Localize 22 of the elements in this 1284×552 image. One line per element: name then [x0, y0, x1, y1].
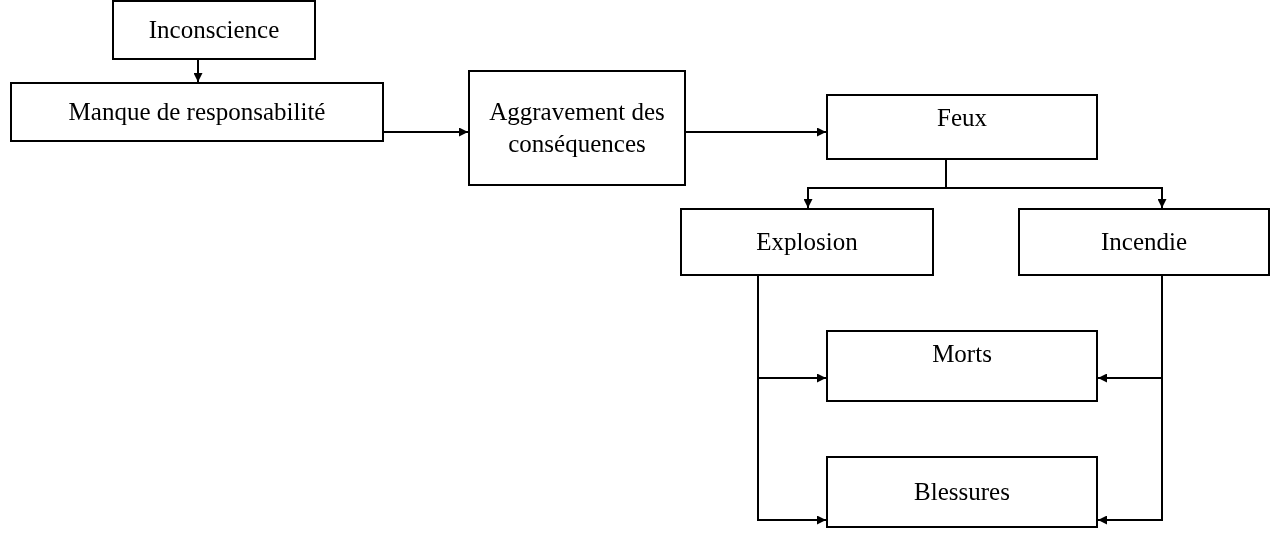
box-label: Morts — [932, 339, 992, 369]
box-label: Manque de responsabilité — [68, 96, 326, 127]
box-label: Explosion — [756, 226, 858, 257]
process-box — [112, 0, 316, 60]
process-box — [10, 82, 384, 142]
box-label: Blessures — [914, 476, 1010, 507]
arrow — [945, 159, 1167, 209]
arrow — [757, 275, 827, 525]
arrow — [383, 127, 469, 137]
arrow — [685, 127, 827, 137]
arrow — [1097, 275, 1163, 525]
box-label: Incendie — [1100, 226, 1188, 257]
process-box — [680, 208, 934, 276]
box-label: Feux — [937, 103, 987, 133]
box-label: Inconscience — [148, 14, 280, 45]
process-box — [1018, 208, 1270, 276]
process-box — [826, 330, 1098, 402]
process-box — [826, 456, 1098, 528]
process-box — [468, 70, 686, 186]
process-box — [826, 94, 1098, 160]
arrow — [193, 59, 203, 83]
box-label: Aggravement des conséquences — [488, 96, 666, 159]
